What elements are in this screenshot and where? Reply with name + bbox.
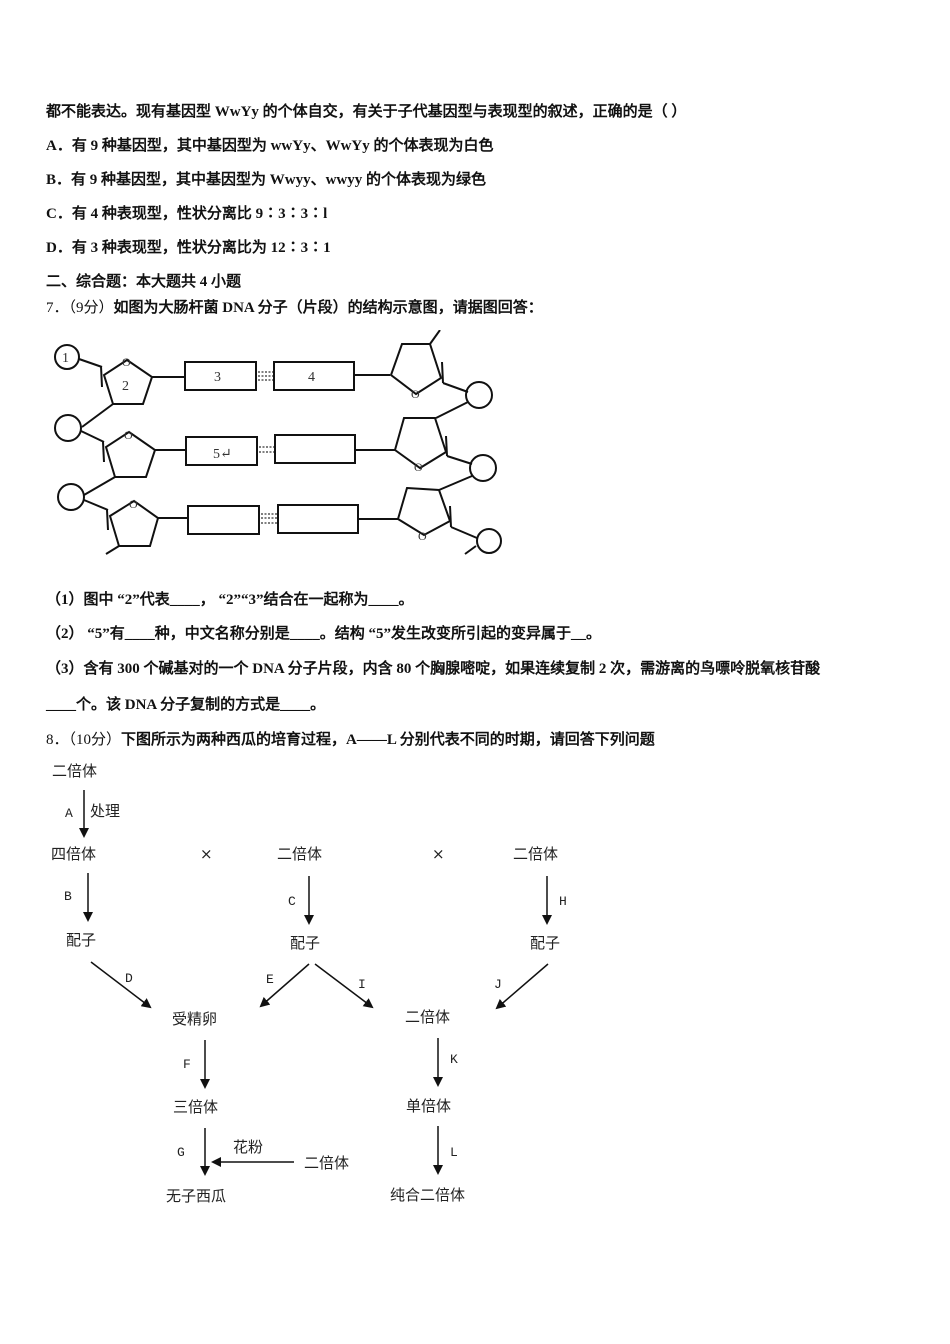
oxygen-label: O	[129, 497, 138, 511]
question7-sub3-line1: （3）含有 300 个碱基对的一个 DNA 分子片段，内含 80 个胸腺嘧啶，如…	[46, 661, 821, 677]
node-pure-diploid: 纯合二倍体	[390, 1186, 465, 1204]
node-diploid-mid: 二倍体	[277, 845, 322, 863]
oxygen-label: O	[418, 529, 427, 543]
label-b: B	[64, 889, 72, 904]
node-gamete-left: 配子	[66, 931, 96, 949]
label-4: 4	[308, 370, 315, 385]
label-5: 5↵	[213, 447, 232, 462]
node-haploid: 单倍体	[406, 1097, 451, 1115]
label-f: F	[183, 1057, 191, 1072]
option-c: C．有 4 种表现型，性状分离比 9∶3∶3∶l	[46, 206, 328, 222]
question8-number: 8．（10分）	[46, 732, 122, 748]
node-triploid: 三倍体	[173, 1098, 218, 1116]
question7-header: 7．（9分）如图为大肠杆菌 DNA 分子（片段）的结构示意图，请据图回答：	[46, 298, 543, 318]
oxygen-label: O	[414, 460, 423, 474]
cross-symbol-1: ×	[200, 845, 213, 863]
label-l: L	[450, 1145, 458, 1160]
base-3	[184, 361, 257, 391]
node-diploid-right: 二倍体	[513, 845, 558, 863]
label-3: 3	[214, 370, 221, 385]
label-c: C	[288, 894, 296, 909]
question8-stem: 下图所示为两种西瓜的培育过程，A——L 分别代表不同的时期，请回答下列问题	[121, 732, 655, 748]
label-2: 2	[122, 379, 129, 394]
oxygen-label: O	[124, 428, 133, 442]
label-a: A	[65, 806, 73, 821]
question7-sub1: （1）图中 “2”代表____， “2”“3”结合在一起称为____。	[46, 592, 414, 608]
section-heading: 二、综合题：本大题共 4 小题	[46, 274, 242, 290]
label-k: K	[450, 1052, 458, 1067]
label-i: I	[358, 977, 366, 992]
node-diploid-pollen: 二倍体	[304, 1154, 349, 1172]
question7-sub3-line2: ____个。该 DNA 分子复制的方式是____。	[46, 697, 326, 713]
node-tetraploid: 四倍体	[51, 845, 96, 863]
node-diploid-center: 二倍体	[405, 1008, 450, 1026]
question7-sub2: （2） “5”有____种，中文名称分别是____。结构 “5”发生改变所引起的…	[46, 626, 602, 642]
dna-structure-diagram: 1 2 3 4 5↵ O O O O O O	[54, 330, 502, 555]
watermelon-breeding-flowchart: 二倍体 A 处理 四倍体 × 二倍体 × 二倍体 B C H 配子 配子 配子 …	[51, 762, 567, 1205]
deoxyribose-2	[102, 358, 154, 405]
node-diploid-top: 二倍体	[52, 762, 97, 780]
pollen-label: 花粉	[233, 1138, 263, 1156]
node-seedless-watermelon: 无子西瓜	[166, 1187, 226, 1205]
question8-header: 8．（10分）下图所示为两种西瓜的培育过程，A——L 分别代表不同的时期，请回答…	[46, 730, 655, 750]
node-gamete-mid: 配子	[290, 934, 320, 952]
oxygen-label: O	[122, 355, 131, 369]
label-1: 1	[62, 351, 69, 366]
question6-stem: 都不能表达。现有基因型 WwYy 的个体自交，有关于子代基因型与表现型的叙述，正…	[46, 104, 687, 120]
oxygen-label: O	[411, 387, 420, 401]
question7-stem: 如图为大肠杆菌 DNA 分子（片段）的结构示意图，请据图回答：	[113, 300, 543, 316]
label-d: D	[125, 971, 133, 986]
treat-text: 处理	[90, 802, 120, 820]
label-e: E	[266, 972, 274, 987]
question7-number: 7．（9分）	[46, 300, 114, 316]
option-b: B．有 9 种基因型，其中基因型为 Wwyy、wwyy 的个体表现为绿色	[46, 172, 487, 188]
label-j: J	[494, 977, 502, 992]
base-5	[185, 436, 258, 466]
label-h: H	[559, 894, 567, 909]
option-d: D．有 3 种表现型，性状分离比为 12∶3∶1	[46, 240, 331, 256]
option-a: A．有 9 种基因型，其中基因型为 wwYy、WwYy 的个体表现为白色	[46, 138, 494, 154]
label-g: G	[177, 1145, 185, 1160]
phosphate-1	[54, 344, 80, 370]
node-zygote: 受精卵	[172, 1010, 217, 1028]
cross-symbol-2: ×	[432, 845, 445, 863]
node-gamete-right: 配子	[530, 934, 560, 952]
